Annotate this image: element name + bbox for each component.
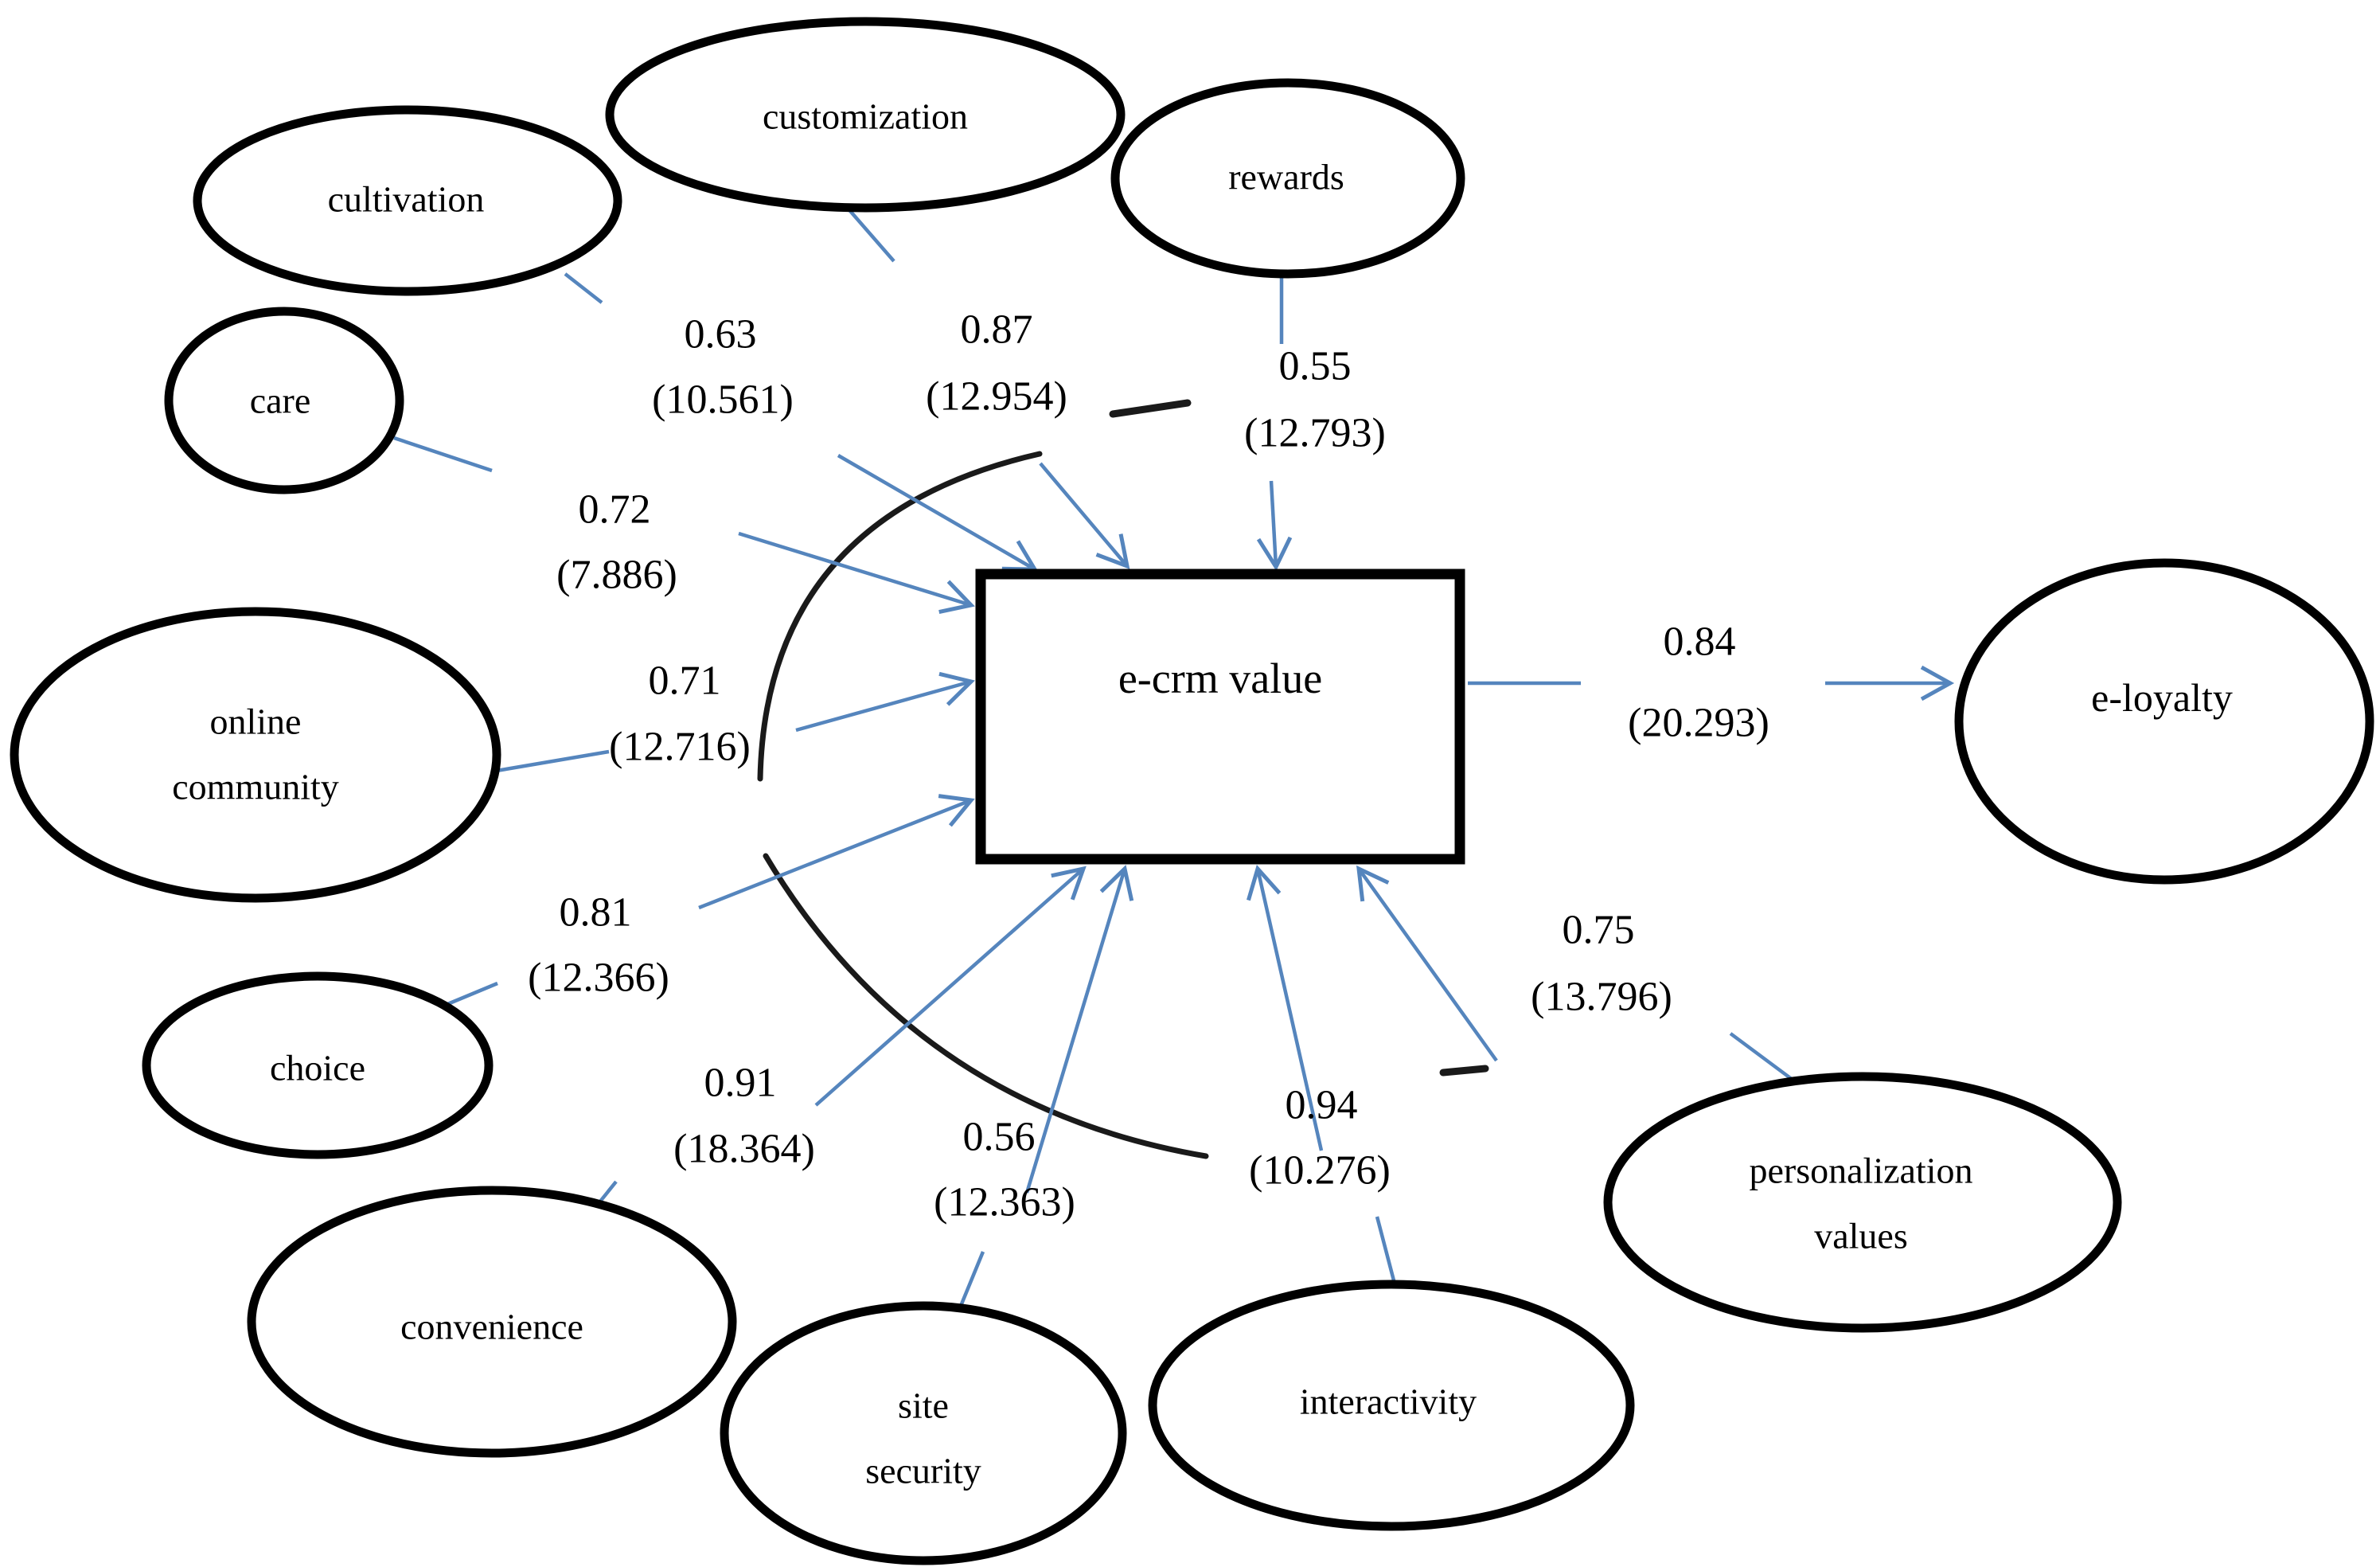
construct-ellipse xyxy=(164,307,404,494)
stray-arc-segment xyxy=(763,853,1209,1159)
edge-customization-to-ecrm-value xyxy=(844,204,1130,569)
node-label: care xyxy=(250,381,311,421)
edge-coefficient: 0.81 xyxy=(560,890,632,936)
edge-arrow xyxy=(1039,462,1130,569)
edge-t-value: (20.293) xyxy=(1628,701,1769,746)
construct-ellipse xyxy=(1110,78,1465,279)
node-ecrm-value: e-crm value xyxy=(975,569,1465,865)
node-label-line: online xyxy=(210,701,302,742)
node-online-community: online community xyxy=(10,607,501,903)
construct-box xyxy=(975,569,1465,865)
edge-rewards-to-ecrm-value xyxy=(1256,274,1293,572)
edge-arrow xyxy=(814,866,1087,1107)
edge-connector-segment xyxy=(486,749,610,775)
node-care: care xyxy=(164,307,404,494)
edge-coefficient: 0.84 xyxy=(1664,619,1736,665)
construct-ellipse xyxy=(1954,558,2374,885)
stray-dash-segment xyxy=(1109,399,1192,418)
edge-t-value: (10.276) xyxy=(1249,1148,1391,1194)
stray-arc-segment xyxy=(757,451,1043,782)
edge-arrow xyxy=(738,531,975,614)
node-label-line: values xyxy=(1814,1216,1908,1256)
construct-ellipse xyxy=(247,1186,737,1458)
edge-site-security-to-ecrm-value xyxy=(957,865,1134,1311)
construct-ellipse xyxy=(720,1301,1127,1565)
edge-connector-segment xyxy=(957,1251,985,1311)
node-personalization-values: personalization values xyxy=(1603,1072,2122,1333)
construct-ellipse xyxy=(10,607,501,903)
construct-ellipse xyxy=(193,105,622,296)
edge-t-value: (7.886) xyxy=(556,553,677,598)
node-label: e-crm value xyxy=(1118,655,1322,702)
edge-coefficient: 0.71 xyxy=(649,658,721,704)
stray-dash-segment xyxy=(1439,1065,1489,1077)
node-label: rewards xyxy=(1228,157,1344,197)
node-label-line: site xyxy=(898,1385,949,1426)
edge-connector-segment xyxy=(1729,1032,1794,1081)
edge-t-value: (12.793) xyxy=(1244,411,1386,456)
edge-coefficient: 0.91 xyxy=(704,1061,777,1106)
edge-connector-segment xyxy=(844,204,895,263)
edge-t-value: (18.364) xyxy=(673,1127,815,1172)
edge-t-value: (10.561) xyxy=(652,377,794,423)
edge-coefficient: 0.55 xyxy=(1279,344,1352,389)
node-e-loyalty: e-loyalty xyxy=(1954,558,2374,885)
edge-coefficient: 0.75 xyxy=(1563,908,1635,953)
node-interactivity: interactivity xyxy=(1148,1280,1635,1531)
edge-t-value: (12.366) xyxy=(528,955,669,1001)
node-label: e-loyalty xyxy=(2091,675,2233,720)
edge-coefficient: 0.87 xyxy=(961,307,1033,353)
node-cultivation: cultivation xyxy=(193,105,622,296)
edge-choice-to-ecrm-value xyxy=(445,794,975,1007)
edge-arrow xyxy=(1024,865,1134,1194)
node-label: choice xyxy=(270,1048,365,1088)
edge-connector-segment xyxy=(1375,1216,1397,1284)
edge-cultivation-to-ecrm-value xyxy=(564,272,1039,572)
node-choice: choice xyxy=(142,971,494,1159)
node-customization: customization xyxy=(605,17,1126,213)
edge-coefficient: 0.72 xyxy=(579,487,651,533)
node-label: interactivity xyxy=(1300,1381,1477,1422)
edge-connector-segment xyxy=(393,436,493,473)
edge-t-value: (13.796) xyxy=(1531,975,1672,1020)
construct-ellipse xyxy=(1148,1280,1635,1531)
node-label-line: personalization xyxy=(1749,1151,1972,1191)
construct-ellipse xyxy=(142,971,494,1159)
node-label: cultivation xyxy=(328,179,485,220)
edge-t-value: (12.716) xyxy=(609,725,751,770)
edge-arrow xyxy=(1356,865,1498,1062)
edge-coefficient: 0.94 xyxy=(1286,1083,1358,1128)
edge-arrow xyxy=(795,671,975,733)
edge-t-value: (12.363) xyxy=(934,1180,1075,1225)
edge-arrow xyxy=(698,794,975,910)
edge-arrow xyxy=(1256,480,1293,572)
edge-arrow xyxy=(1247,864,1324,1151)
node-label-line: community xyxy=(172,767,339,807)
node-label-line: security xyxy=(865,1451,981,1491)
edge-coefficient: 0.63 xyxy=(685,312,757,358)
edge-coefficient: 0.56 xyxy=(963,1115,1036,1160)
node-rewards: rewards xyxy=(1110,78,1465,279)
node-convenience: convenience xyxy=(247,1186,737,1458)
edge-t-value: (12.954) xyxy=(926,374,1067,420)
edge-connector-segment xyxy=(445,981,498,1007)
node-label: convenience xyxy=(400,1307,583,1347)
edge-care-to-ecrm-value xyxy=(393,436,975,614)
edge-personalization-values-to-ecrm-value xyxy=(1356,865,1794,1081)
edge-connector-segment xyxy=(564,272,603,304)
node-site-security: site security xyxy=(720,1301,1127,1565)
construct-ellipse xyxy=(1603,1072,2122,1333)
edge-online-community-to-ecrm-value xyxy=(486,671,975,775)
edge-arrow xyxy=(837,454,1039,572)
node-label: customization xyxy=(763,96,968,137)
construct-ellipse xyxy=(605,17,1126,213)
edge-interactivity-to-ecrm-value xyxy=(1247,864,1397,1284)
